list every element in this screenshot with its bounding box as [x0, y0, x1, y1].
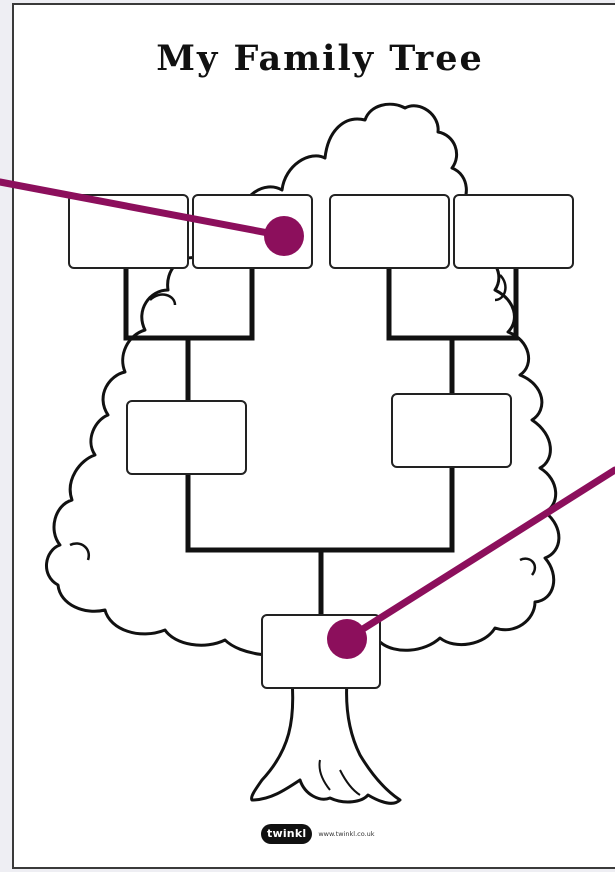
footer-url: www.twinkl.co.uk — [318, 830, 374, 838]
grandparent-box-4[interactable] — [453, 194, 574, 269]
footer-branding: twinkl www.twinkl.co.uk — [261, 823, 375, 845]
grandparent-box-2[interactable] — [192, 194, 313, 269]
twinkl-logo: twinkl — [261, 824, 312, 844]
parent-box-2[interactable] — [391, 393, 512, 468]
grandparent-box-3[interactable] — [329, 194, 450, 269]
me-box[interactable] — [261, 614, 381, 689]
tree-foliage — [46, 104, 558, 655]
grandparent-box-1[interactable] — [68, 194, 189, 269]
parent-box-1[interactable] — [126, 400, 247, 475]
